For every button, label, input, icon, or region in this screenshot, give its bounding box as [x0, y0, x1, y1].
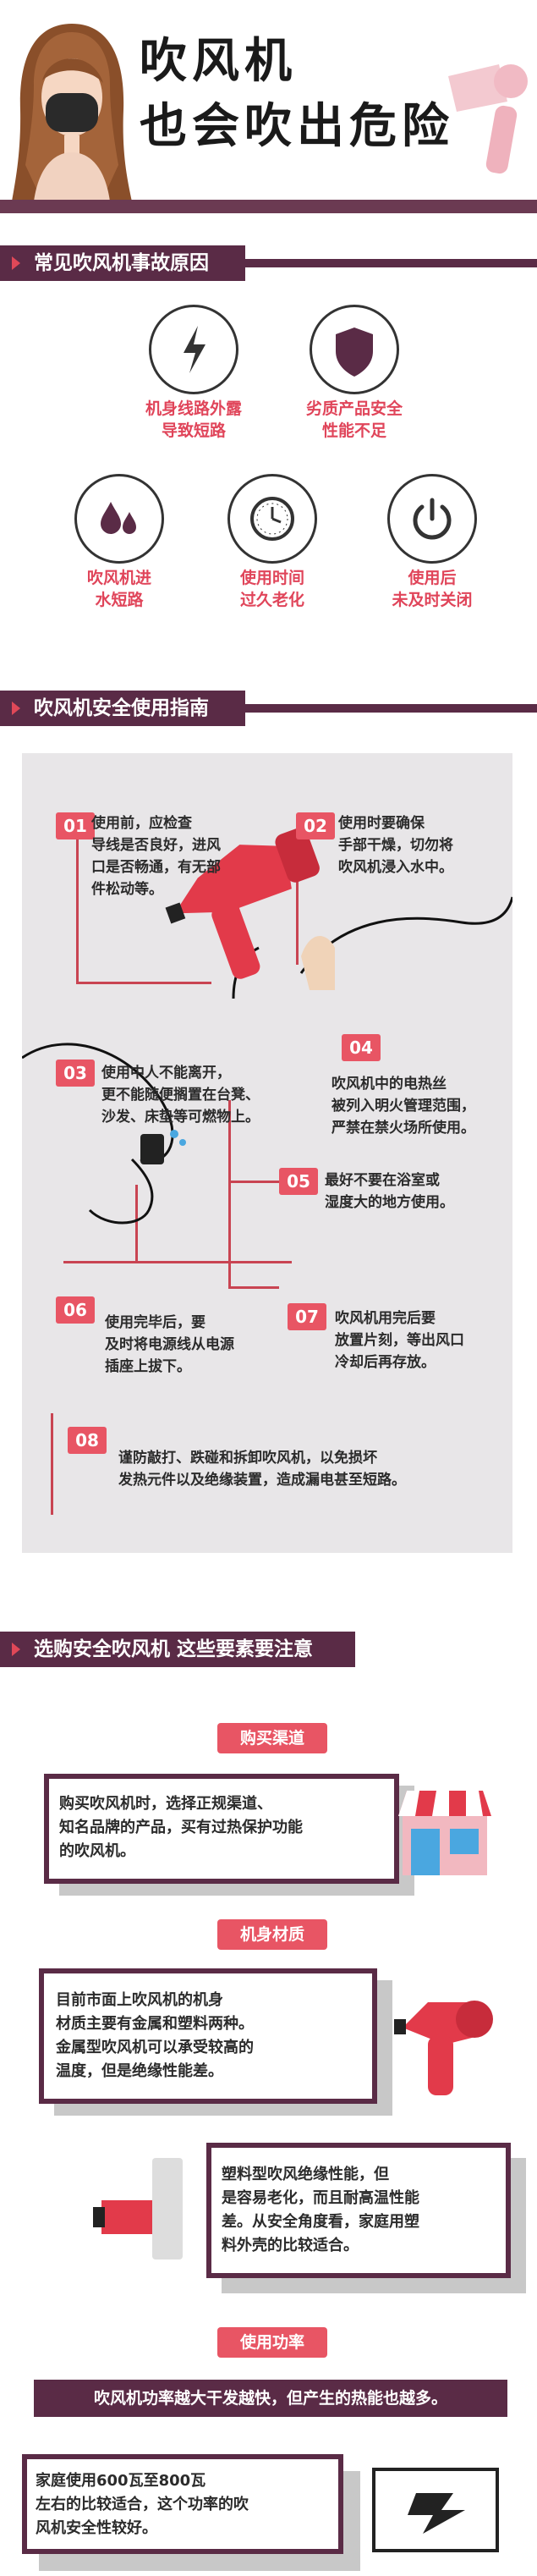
material-text-box-1: 目前市面上吹风机的机身 材质主要有金属和塑料两种。 金属型吹风机可以承受较高的 … [39, 1968, 377, 2104]
cause-label-2: 劣质产品安全 性能不足 [305, 399, 403, 440]
water-drops-icon [101, 502, 136, 534]
section-guide-heading: 吹风机安全使用指南 [0, 684, 537, 733]
step-06-text: 使用完毕后，要 及时将电源线从电源 插座上拔下。 [105, 1314, 234, 1375]
cause-shield [310, 305, 399, 394]
dryer-plug-icon [93, 2158, 183, 2260]
power-banner: 吹风机功率越大干发越快，但产生的热能也越多。 [34, 2380, 507, 2417]
power-sign-icon [372, 2468, 499, 2552]
section-causes-title: 常见吹风机事故原因 [0, 245, 245, 281]
cause-water [74, 474, 164, 564]
step-07-number: 07 [288, 1303, 326, 1330]
step-05-text: 最好不要在浴室或 湿度大的地方使用。 [325, 1172, 454, 1211]
section-buying-title: 选购安全吹风机 这些要素要注意 [0, 1632, 355, 1667]
clock-icon [250, 497, 294, 541]
header-bar [0, 200, 537, 213]
step-08-text: 谨防敲打、跌碰和拆卸吹风机，以免损坏 发热元件以及绝缘装置，造成漏电甚至短路。 [118, 1450, 406, 1489]
cause-label-5: 使用后 未及时关闭 [392, 569, 473, 609]
title-line-2: 也会吹出危险 [140, 99, 454, 154]
step-07-text: 吹风机用完后要 放置片刻，等出风口 冷却后再存放。 [335, 1310, 464, 1371]
title-line-1: 吹风机 [140, 34, 297, 89]
step-02-number: 02 [296, 812, 335, 839]
channel-text-box: 购买吹风机时，选择正规渠道、 知名品牌的产品，买有过热保护功能 的吹风机。 [44, 1774, 399, 1884]
step-04-number: 04 [342, 1034, 381, 1061]
power-icon [413, 498, 452, 540]
step-01-text: 使用前，应检查 导线是否良好，进风 口是否畅通，有无部 件松动等。 [91, 815, 221, 898]
step-01-number: 01 [56, 812, 95, 839]
shield-icon [336, 328, 373, 377]
hair-dryer-illustration [22, 828, 512, 1225]
cause-label-3: 吹风机进 水短路 [86, 569, 151, 609]
step-02-text: 使用时要确保 手部干燥，切勿将 吹风机浸入水中。 [338, 815, 453, 876]
woman-illustration [12, 24, 132, 201]
step-03-number: 03 [56, 1060, 95, 1087]
pill-channel: 购买渠道 [217, 1723, 327, 1753]
step-03-text: 使用中人不能离开， 更不能随便搁置在台凳、 沙发、床垫等可燃物上。 [101, 1065, 260, 1126]
pill-material: 机身材质 [217, 1919, 327, 1950]
cause-lightning [149, 305, 238, 394]
material-text-box-2: 塑料型吹风绝缘性能，但 是容易老化，而且耐高温性能 差。从安全角度看，家庭用塑 … [206, 2143, 511, 2278]
hair-dryer-icon [448, 64, 528, 174]
cause-label-4: 使用时间 过久老化 [239, 569, 304, 609]
power-text-box: 家庭使用600瓦至800瓦 左右的比较适合，这个功率的吹 风机安全性较好。 [22, 2454, 343, 2554]
cause-clock [227, 474, 317, 564]
step-04-text: 吹风机中的电热丝 被列入明火管理范围， 严禁在禁火场所使用。 [332, 1076, 475, 1137]
step-05-number: 05 [279, 1168, 318, 1195]
section-guide-title: 吹风机安全使用指南 [0, 691, 245, 726]
lightning-icon [184, 326, 205, 373]
section-buying-heading: 选购安全吹风机 这些要素要注意 [0, 1625, 537, 1674]
cause-label-1: 机身线路外露 导致短路 [145, 399, 242, 440]
cause-power [387, 474, 477, 564]
section-causes-heading: 常见吹风机事故原因 [0, 239, 537, 288]
pill-power: 使用功率 [217, 2327, 327, 2358]
step-08-number: 08 [68, 1427, 107, 1454]
shop-icon [398, 1791, 491, 1875]
dryer-red-icon [394, 2001, 493, 2095]
step-06-number: 06 [56, 1296, 95, 1324]
